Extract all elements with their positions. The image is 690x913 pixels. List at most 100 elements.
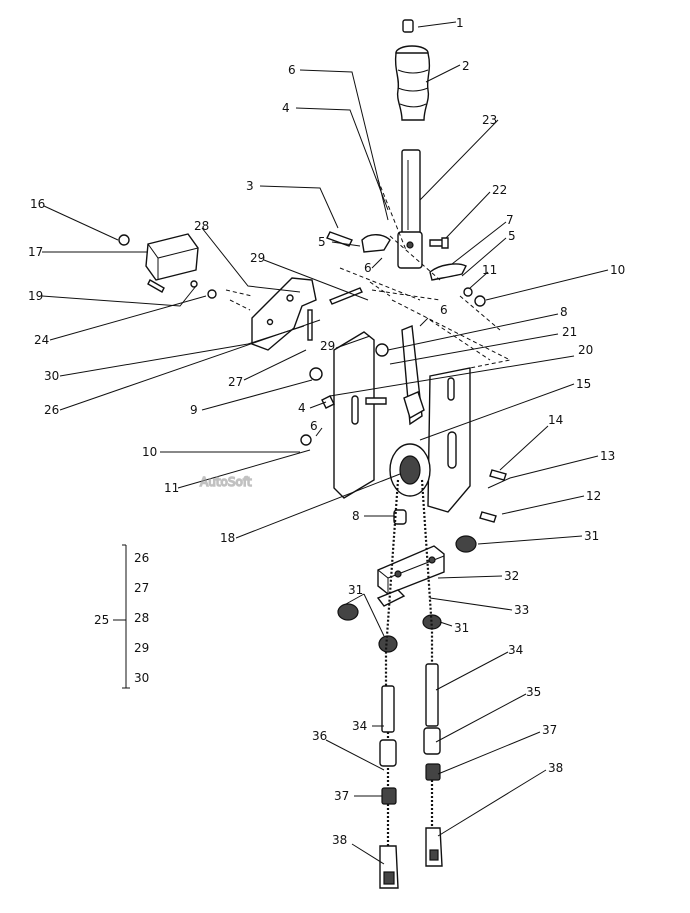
kit-25-bracket	[113, 544, 130, 689]
callout-37: 37	[334, 789, 349, 803]
callout-34: 34	[508, 643, 523, 657]
part-5-clip-left	[326, 231, 353, 247]
part-23-lever	[397, 149, 423, 269]
callout-37: 37	[542, 723, 557, 737]
callout-labels: 1 2 3 4 4 5 5 6 6 6 6 7 8 8 9 10 10 11 1…	[28, 16, 625, 847]
part-31-nut-mid	[378, 635, 398, 653]
part-31-nut-right	[455, 535, 477, 553]
callout-4: 4	[298, 401, 306, 415]
callout-15: 15	[576, 377, 591, 391]
callout-18: 18	[220, 531, 235, 545]
cable-right	[420, 479, 434, 670]
part-2-knob	[394, 45, 431, 121]
callout-32: 32	[504, 569, 519, 583]
part-17-switch-block	[145, 233, 199, 293]
callout-5: 5	[318, 235, 326, 249]
callout-26: 26	[44, 403, 59, 417]
callout-30: 30	[134, 671, 149, 685]
callout-16: 16	[30, 197, 45, 211]
callout-5: 5	[508, 229, 516, 243]
callout-12: 12	[586, 489, 601, 503]
parts-drawing	[113, 19, 512, 889]
part-12-screw	[479, 511, 497, 523]
callout-13: 13	[600, 449, 615, 463]
cable-left	[384, 479, 400, 690]
callout-28: 28	[134, 611, 149, 625]
part-35-fitting-right	[423, 727, 441, 755]
part-11-nut-top	[463, 287, 473, 297]
callout-6: 6	[310, 419, 318, 433]
part-9-nut	[309, 367, 323, 381]
callout-23: 23	[482, 113, 497, 127]
part-8-spacer	[393, 509, 407, 525]
part-24-screw	[207, 289, 217, 299]
part-16-nut	[118, 234, 130, 246]
part-34-sleeve-left	[381, 685, 395, 733]
callout-6: 6	[288, 63, 296, 77]
callout-25: 25	[94, 613, 109, 627]
callout-9: 9	[190, 403, 198, 417]
part-10-nut-top	[474, 295, 486, 307]
part-7-clip-right	[429, 263, 467, 281]
part-37-nut-right	[425, 763, 441, 781]
callout-11: 11	[164, 481, 179, 495]
callout-38: 38	[548, 761, 563, 775]
part-28-plate	[251, 277, 317, 351]
callout-19: 19	[28, 289, 43, 303]
part-22-bolt	[429, 237, 449, 249]
callout-24: 24	[34, 333, 49, 347]
callout-11: 11	[482, 263, 497, 277]
callout-4: 4	[282, 101, 290, 115]
callout-29: 29	[250, 251, 265, 265]
callout-27: 27	[228, 375, 243, 389]
callout-3: 3	[246, 179, 254, 193]
callout-10: 10	[610, 263, 625, 277]
callout-1: 1	[456, 16, 464, 30]
callout-27: 27	[134, 581, 149, 595]
watermark: AutoSoft	[200, 475, 252, 489]
callout-31: 31	[348, 583, 363, 597]
part-6-bracket	[361, 234, 391, 253]
callout-26: 26	[134, 551, 149, 565]
callout-31: 31	[584, 529, 599, 543]
callout-29: 29	[134, 641, 149, 655]
callout-22: 22	[492, 183, 507, 197]
callout-33: 33	[514, 603, 529, 617]
part-32-clamp	[377, 545, 445, 595]
part-29-shaft	[329, 287, 363, 305]
part-19-screw	[190, 280, 198, 288]
callout-28: 28	[194, 219, 209, 233]
part-10-nut-lower	[300, 434, 312, 446]
callout-29: 29	[320, 339, 335, 353]
part-33-clamp-plate	[376, 589, 406, 607]
callout-30: 30	[44, 369, 59, 383]
callout-34: 34	[352, 719, 367, 733]
part-31-nut-left	[337, 603, 359, 621]
callout-21: 21	[562, 325, 577, 339]
callout-17: 17	[28, 245, 43, 259]
callout-6: 6	[440, 303, 448, 317]
part-4-washer	[321, 395, 335, 409]
callout-6: 6	[364, 261, 372, 275]
callout-8: 8	[560, 305, 568, 319]
callout-38: 38	[332, 833, 347, 847]
callout-7: 7	[506, 213, 514, 227]
callout-10: 10	[142, 445, 157, 459]
callout-35: 35	[526, 685, 541, 699]
callout-20: 20	[578, 343, 593, 357]
part-15-pulley	[389, 443, 431, 497]
part-36-fitting-left	[379, 739, 397, 767]
part-14-screw	[489, 469, 507, 481]
leader-lines	[41, 21, 609, 865]
callout-31: 31	[454, 621, 469, 635]
part-bolt-center	[365, 397, 387, 405]
part-21-bracket	[403, 391, 425, 420]
callout-8: 8	[352, 509, 360, 523]
callout-2: 2	[462, 59, 470, 73]
part-37-nut-left	[381, 787, 397, 805]
callout-36: 36	[312, 729, 327, 743]
part-27-pin	[307, 309, 313, 341]
part-8-nut-upper	[375, 343, 389, 357]
callout-14: 14	[548, 413, 563, 427]
